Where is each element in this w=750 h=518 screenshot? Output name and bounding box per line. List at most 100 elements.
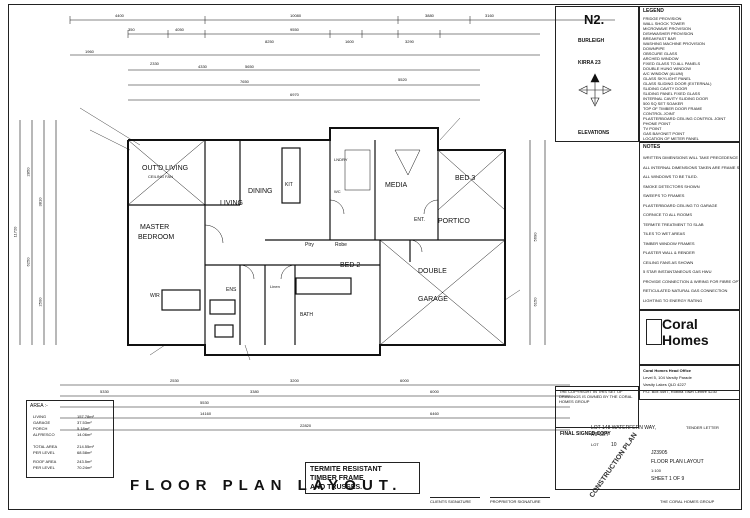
legend-item: DOUBLE HUNG WINDOW <box>643 66 691 71</box>
note-item: TIMBER WINDOW FRAMES <box>643 240 695 246</box>
room-entry: ENT. <box>414 217 425 223</box>
dim-bottom: 22820 <box>300 423 312 428</box>
dim-bottom: 14160 <box>200 411 212 416</box>
address-line: P.O. Box 4497, Robina Town Centre 4230 <box>643 389 717 394</box>
legend-item: SLIDING CAVITY DOOR <box>643 86 688 91</box>
note-item: ALL INTERNAL DIMENSIONS TAKEN ARE FRAME … <box>643 164 739 170</box>
dim-top: 3880 <box>425 13 434 18</box>
dim-bottom: 3380 <box>250 389 259 394</box>
job-panel: LOT 148 WATERFERN WAY, RIPLEY TENDER LET… <box>555 390 740 490</box>
area-row-value: 14.06m² <box>77 432 92 437</box>
room-outd-living: OUT'D LIVING <box>142 165 189 172</box>
room-master: MASTER <box>140 224 170 231</box>
coral-homes-logo-icon <box>646 319 662 345</box>
legend-item: DISHWASHER PROVISION <box>643 31 694 36</box>
note-item: ALL WINDOWS TO BE TILED. <box>643 174 698 179</box>
legend-item: WASHING MACHINE PROVISION <box>643 41 705 46</box>
signature-line <box>490 497 550 498</box>
dim-top: 3290 <box>405 39 414 44</box>
notes-list: WRITTEN DIMENSIONS WILL TAKE PRECEDENCE … <box>643 153 739 305</box>
dim-top: 10080 <box>290 13 302 18</box>
area-roof-label: ROOF AREA <box>33 459 57 464</box>
dim-top: 4400 <box>115 13 124 18</box>
legend-item: 500 SQ SET SOAKER <box>643 101 684 106</box>
dim-bottom: 5530 <box>200 400 209 405</box>
coral-signature-label: THE CORAL HOMES GROUP <box>660 499 715 504</box>
room-wc: WC <box>334 189 341 194</box>
dim-top: 350 <box>128 27 135 32</box>
dim-right: 6150 <box>532 297 538 307</box>
project-address: LOT 148 WATERFERN WAY, <box>591 425 656 431</box>
brand-coral: Coral <box>662 316 698 332</box>
signature-line <box>430 497 480 498</box>
area-per2-value: 70.24m² <box>77 465 92 470</box>
dim-bottom: 6460 <box>430 411 439 416</box>
room-bath: BATH <box>300 312 313 318</box>
dim-bottom: 2530 <box>170 378 179 383</box>
legend-item: A/C WINDOW (ALUM) <box>643 71 684 76</box>
area-row-value: 37.53m² <box>77 420 92 425</box>
termite-line: TIMBER FRAME <box>310 475 364 482</box>
dim-bottom: 3200 <box>290 378 299 383</box>
note-item: WRITTEN DIMENSIONS WILL TAKE PRECEDENCE … <box>643 155 739 160</box>
dim-left: 2500 <box>37 297 43 307</box>
job-number: J23905 <box>651 450 668 456</box>
room-garage: GARAGE <box>418 296 448 303</box>
note-item: PROVIDE CONNECTION & WIRING FOR FIBRE OP… <box>643 278 739 284</box>
ceiling-fan-label: CEILING FAN <box>148 174 173 179</box>
termite-line: TERMITE RESISTANT <box>310 466 382 473</box>
dim-left: 3810 <box>37 197 43 207</box>
termite-note: TERMITE RESISTANT TIMBER FRAME AND TRUSS… <box>305 462 420 494</box>
room-pantry: Ptry <box>305 242 314 248</box>
note-item: PLASTER WALL & RENDER <box>643 250 695 255</box>
legend-item: SLIDING PANEL FIXED GLASS <box>643 91 701 96</box>
dim-top: 2330 <box>150 61 159 66</box>
tender-letter: TENDER LETTER <box>686 425 719 430</box>
room-bed3: BED 3 <box>455 175 476 182</box>
address-panel: Coral Homes Head Office Level 5, 104 Var… <box>639 365 740 400</box>
legend-item: BREAKFAST BAR <box>643 36 676 41</box>
legend-item: INTERNAL CAVITY SLIDING DOOR <box>643 96 709 101</box>
legend-item: PHONE POINT <box>643 121 671 126</box>
termite-line: AND TRUSSES. <box>310 484 363 491</box>
drawing-scale: 1:100 <box>651 468 662 473</box>
area-row-label: LIVING <box>33 414 47 419</box>
drawing-title: FLOOR PLAN LAYOUT. <box>130 477 403 494</box>
note-item: RETICULATED NATURAL GAS CONNECTION <box>643 288 728 293</box>
drawing-frame <box>8 4 742 510</box>
dim-bottom: 6000 <box>430 389 439 394</box>
legend-title: LEGEND <box>643 8 664 14</box>
final-copy-label: FINAL SIGNED COPY <box>560 431 611 437</box>
company-name: Coral Homes Head Office <box>643 368 692 373</box>
legend-item: ARCHED WINDOW <box>643 56 679 61</box>
dim-top: 4050 <box>175 27 184 32</box>
area-total-value: 214.55m² <box>77 444 94 449</box>
dim-bottom: 5330 <box>100 389 109 394</box>
project-suburb: RIPLEY <box>591 432 609 438</box>
note-item: SWEEPS TO FRAMES <box>643 193 685 198</box>
legend-item: DOWNPIPE <box>643 46 665 51</box>
legend-item: CONTROL JOINT <box>643 111 676 116</box>
brand-panel: Coral Homes <box>639 310 740 365</box>
room-living: LIVING <box>220 200 243 207</box>
dim-left: 6250 <box>25 257 31 267</box>
legend-item: TV POINT <box>643 126 662 131</box>
legend-item: FIXED GLASS TO ALL PANELS <box>643 61 701 66</box>
legend-item: GLASS SKYLIGHT PANEL <box>643 76 692 81</box>
area-schedule: AREA :- LIVING 157.78m² GARAGE 37.53m² P… <box>26 400 114 478</box>
note-item: CEILING FANS AS SHOWN <box>643 259 694 265</box>
copyright-text: THE COPYRIGHT IN THIS SET OF DRAWINGS IS… <box>559 389 633 404</box>
legend-item: MICROWAVE PROVISION <box>643 26 692 31</box>
area-heading: AREA :- <box>30 403 48 409</box>
legend-item: PLASTERBOARD CEILING CONTROL JOINT <box>643 116 726 121</box>
dim-top: 9550 <box>290 27 299 32</box>
notes-title: NOTES <box>643 144 661 150</box>
dim-top: 5650 <box>245 64 254 69</box>
client-signature-label: CLIENTS SIGNATURE <box>430 499 472 504</box>
proprietor-signature-label: PROPRIETOR SIGNATURE <box>490 499 541 504</box>
note-item: SMOKE DETECTORS SHOWN <box>643 183 700 189</box>
note-item: CORNICE TO ALL ROOMS <box>643 212 693 217</box>
dim-top: 8250 <box>265 39 274 44</box>
